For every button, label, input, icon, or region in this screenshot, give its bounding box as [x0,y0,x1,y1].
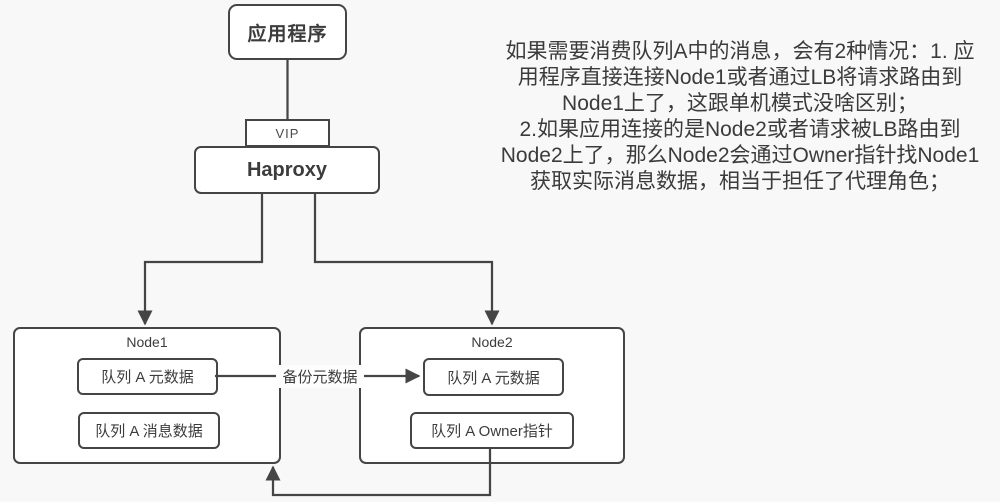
node1-queue-a-message-data-box: 队列 A 消息数据 [78,412,220,449]
node1-title: Node1 [126,334,168,350]
annotation-line: Node1上了，这跟单机模式没啥区别； [562,92,918,115]
node2-queue-a-owner-pointer-label: 队列 A Owner指针 [431,423,553,440]
node1-queue-a-metadata-label: 队列 A 元数据 [101,369,194,386]
annotation-line: Node2上了，那么Node2会通过Owner指针找Node1 [500,144,980,167]
vip-box: VIP [245,119,330,147]
node2-queue-a-metadata-box: 队列 A 元数据 [423,358,564,396]
node1-box: Node1 队列 A 元数据 队列 A 消息数据 [13,327,281,464]
node2-box: Node2 队列 A 元数据 队列 A Owner指针 [359,327,625,464]
annotation-text: 如果需要消费队列A中的消息，会有2种情况：1. 应 用程序直接连接Node1或者… [482,39,998,195]
node2-queue-a-metadata-label: 队列 A 元数据 [447,369,540,387]
backup-metadata-edge-label: 备份元数据 [276,365,364,388]
annotation-line: 2.如果应用连接的是Node2或者请求被LB路由到 [519,118,961,141]
application-label: 应用程序 [247,23,328,45]
node2-title: Node2 [471,334,513,350]
edge-haproxy-to-node1 [137,194,264,326]
haproxy-box: Haproxy [194,146,380,194]
haproxy-label: Haproxy [246,158,328,181]
annotation-line: 获取实际消息数据，相当于担任了代理角色； [530,170,950,193]
node1-queue-a-message-data-label: 队列 A 消息数据 [95,423,203,440]
node1-queue-a-metadata-box: 队列 A 元数据 [77,358,218,395]
node2-queue-a-owner-pointer-box: 队列 A Owner指针 [410,412,574,449]
annotation-line: 如果需要消费队列A中的消息，会有2种情况：1. 应 [505,40,975,63]
annotation-line: 用程序直接连接Node1或者通过LB将请求路由到 [517,66,963,89]
application-box: 应用程序 [228,4,347,60]
edge-haproxy-to-node2 [313,194,500,326]
vip-label: VIP [275,125,300,141]
